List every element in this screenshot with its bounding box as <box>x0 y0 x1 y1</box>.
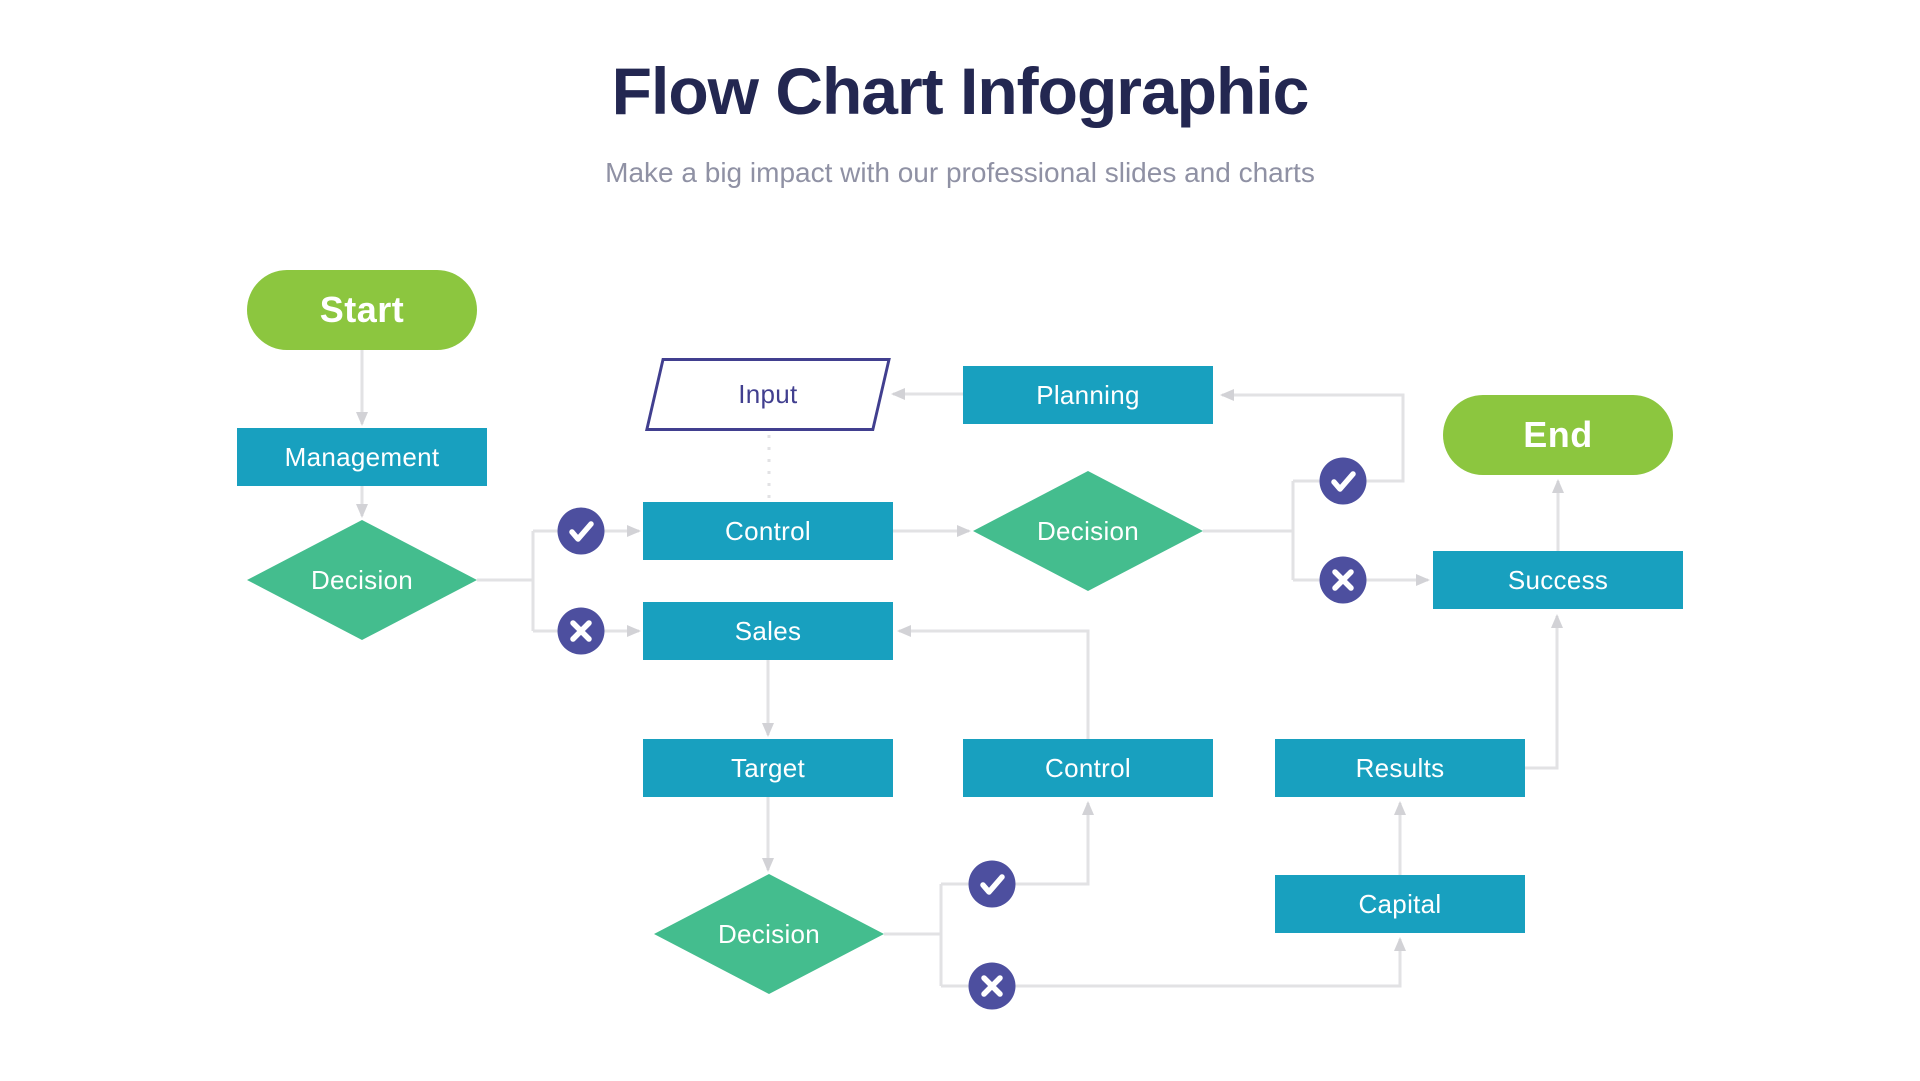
node-capital-label: Capital <box>1358 888 1442 919</box>
connector-control-bottom-sales <box>897 625 1090 739</box>
x-icon <box>968 962 1016 1010</box>
node-target: Target <box>643 739 893 797</box>
node-control-mid: Control <box>643 502 893 560</box>
node-management-label: Management <box>284 441 440 472</box>
node-success-label: Success <box>1507 564 1609 595</box>
node-start: Start <box>247 270 477 350</box>
node-end-label: End <box>1523 414 1593 455</box>
node-decision-left-label: Decision <box>310 564 414 595</box>
page-subtitle: Make a big impact with our professional … <box>605 157 1315 188</box>
connector-yes-control-bottom <box>941 801 1094 886</box>
node-management: Management <box>237 428 487 486</box>
node-control-mid-label: Control <box>725 515 811 546</box>
node-planning: Planning <box>963 366 1213 424</box>
node-sales-label: Sales <box>734 615 802 646</box>
connector-yes-planning <box>1220 389 1405 483</box>
node-results-label: Results <box>1355 752 1445 783</box>
node-end: End <box>1443 395 1673 475</box>
x-icon <box>557 607 605 655</box>
connector-results-success <box>1525 614 1563 770</box>
page-title: Flow Chart Infographic <box>611 54 1310 128</box>
check-icon <box>968 860 1016 908</box>
check-icon <box>557 507 605 555</box>
node-control-bottom: Control <box>963 739 1213 797</box>
node-control-bottom-label: Control <box>1045 752 1131 783</box>
node-sales: Sales <box>643 602 893 660</box>
node-decision-right-label: Decision <box>1036 515 1140 546</box>
x-icon <box>1319 556 1367 604</box>
node-target-label: Target <box>730 752 806 783</box>
node-results: Results <box>1275 739 1525 797</box>
check-icon <box>1319 457 1367 505</box>
node-planning-label: Planning <box>1036 379 1140 410</box>
node-success: Success <box>1433 551 1683 609</box>
node-decision-bottom-label: Decision <box>717 918 821 949</box>
connector-no-capital <box>941 937 1406 988</box>
node-input-label: Input <box>738 379 798 409</box>
node-start-label: Start <box>319 289 405 330</box>
node-input: Input <box>645 358 891 431</box>
node-capital: Capital <box>1275 875 1525 933</box>
